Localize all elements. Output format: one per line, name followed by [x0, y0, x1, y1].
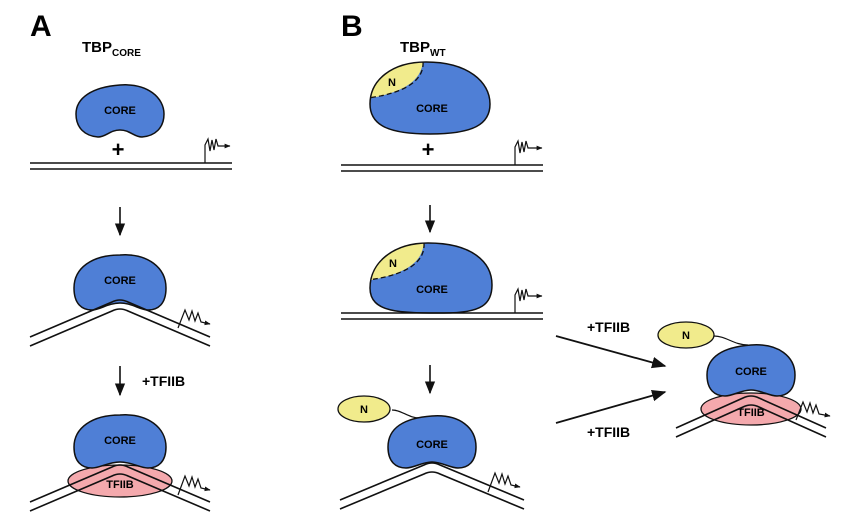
n-domain-b3	[337, 395, 391, 423]
converge-arrow-bottom	[555, 390, 667, 424]
dna-bent-a2	[29, 464, 211, 512]
promoter-arrow-a2	[177, 308, 211, 329]
panel-a-title-subscript: CORE	[112, 48, 141, 59]
panel-b-title-subscript: WT	[430, 48, 446, 59]
svg-text:TBPCORE: TBPCORE	[82, 39, 141, 59]
promoter-arrow-a3	[177, 474, 211, 496]
core-label-b2: CORE	[416, 284, 448, 296]
core-free-a	[75, 84, 165, 138]
plus-b: +	[422, 137, 435, 162]
dna-straight-a	[30, 162, 232, 170]
tbp-wt-bound	[369, 242, 493, 314]
dna-bent-final	[675, 395, 827, 438]
core-final-b-label: CORE	[735, 366, 767, 378]
core-label-b1: CORE	[416, 103, 448, 115]
core-bound-a	[73, 254, 167, 311]
n-domain-final	[657, 321, 715, 349]
n-tether-final	[713, 335, 749, 346]
dna-bent-b	[339, 462, 525, 510]
core-bound-b	[387, 415, 477, 469]
panel-b-letter: B	[341, 10, 363, 43]
tbp-wt-free	[369, 61, 491, 135]
panel-b-title: TBP	[400, 39, 430, 56]
promoter-arrow-final	[795, 400, 831, 421]
n-domain-label-1: N	[388, 77, 396, 89]
converge-arrow-top	[555, 335, 667, 369]
tfiib-step-a: +TFIIB	[142, 373, 185, 389]
n-domain-label-2: N	[389, 258, 397, 270]
dna-straight-b2	[341, 312, 543, 320]
core-bound-a-label: CORE	[104, 275, 136, 287]
tfiib-final	[700, 392, 802, 426]
n-domain-label-final: N	[682, 330, 690, 342]
tfiib-a-label: TFIIB	[106, 479, 134, 491]
panel-a-title: TBP	[82, 39, 112, 56]
dna-straight-b1	[341, 164, 543, 172]
core-final-a-label: CORE	[104, 435, 136, 447]
panel-b: B TBPWT N CORE +	[337, 10, 831, 510]
promoter-arrow-a1	[204, 137, 231, 163]
plus-a: +	[112, 137, 125, 162]
dna-bent-a1	[29, 299, 211, 347]
promoter-arrow-b2	[514, 287, 543, 313]
svg-text:TBPWT: TBPWT	[400, 39, 446, 59]
panel-a-letter: A	[30, 10, 52, 43]
tfiib-final-label: TFIIB	[737, 407, 765, 419]
core-final-b	[706, 344, 796, 397]
promoter-arrow-b1	[514, 139, 543, 165]
tfiib-step-b-bottom: +TFIIB	[587, 424, 630, 440]
promoter-arrow-b3	[487, 471, 521, 493]
n-domain-label-3: N	[360, 404, 368, 416]
panel-a: A TBPCORE CORE + CORE +TFIIB TFIIB C	[29, 10, 232, 512]
core-label-b3: CORE	[416, 439, 448, 451]
core-free-a-label: CORE	[104, 105, 136, 117]
tfiib-step-b-top: +TFIIB	[587, 319, 630, 335]
core-final-a	[73, 414, 167, 469]
